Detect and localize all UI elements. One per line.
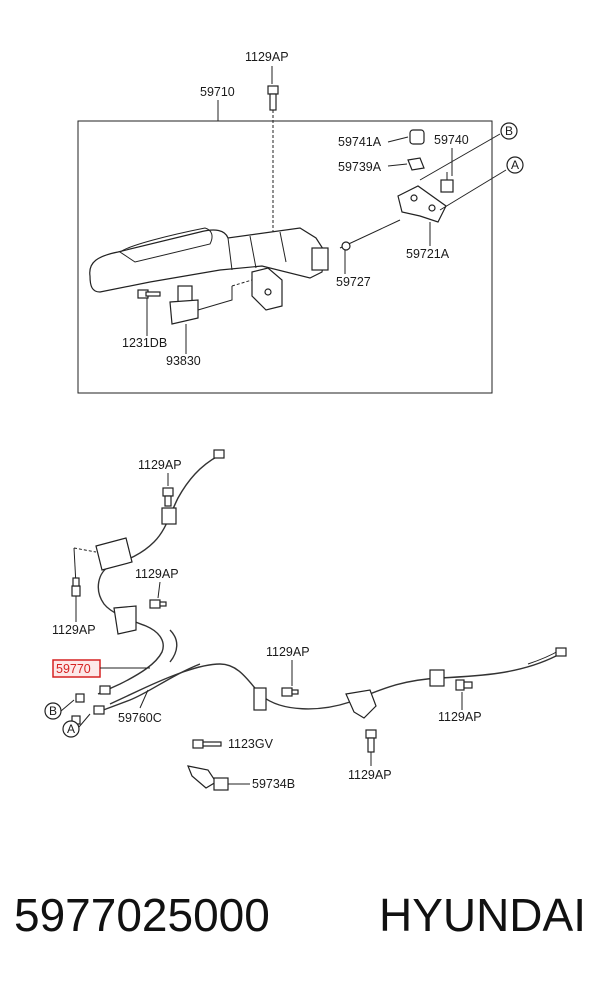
rear-bracket-2 — [345, 689, 377, 719]
rear-cable — [109, 655, 557, 710]
label-59741A: 59741A — [338, 135, 382, 149]
part-number: 5977025000 — [14, 889, 270, 941]
rear-cable-end — [555, 647, 567, 657]
label-59727: 59727 — [336, 275, 371, 289]
part-1123GV[interactable] — [192, 739, 222, 749]
label-1129AP-mid: 1129AP — [135, 567, 179, 581]
part-59739A[interactable] — [407, 157, 425, 171]
part-93830-switch[interactable] — [169, 285, 233, 325]
part-59741A[interactable] — [409, 129, 425, 145]
label-59760C: 59760C — [118, 711, 162, 725]
label-59734B: 59734B — [252, 777, 295, 791]
svg-text:B: B — [49, 704, 57, 718]
label-1123GV: 1123GV — [228, 737, 274, 751]
bolt-mid[interactable] — [149, 599, 167, 609]
parking-brake-lever[interactable] — [89, 227, 329, 293]
part-59727-rod[interactable] — [339, 219, 401, 251]
label-1129AP-center: 1129AP — [266, 645, 310, 659]
part-59740[interactable] — [440, 172, 454, 193]
bolt-left[interactable] — [71, 577, 81, 597]
front-cable-grommet — [161, 507, 177, 525]
label-59739A: 59739A — [338, 160, 382, 174]
label-1129AP-left: 1129AP — [52, 623, 96, 637]
ref-circle-B-bottom: B — [44, 702, 62, 720]
bolt-top[interactable] — [267, 85, 279, 232]
label-1129AP-right: 1129AP — [438, 710, 482, 724]
part-59721A-equalizer[interactable] — [397, 185, 447, 223]
label-1129AP-front: 1129AP — [138, 458, 182, 472]
label-59770: 59770 — [56, 662, 91, 676]
lever-bracket — [231, 267, 283, 311]
label-93830: 93830 — [166, 354, 201, 368]
bolt-right[interactable] — [455, 679, 473, 691]
bolt-front[interactable] — [162, 487, 174, 507]
left-bracket — [73, 537, 133, 586]
svg-text:A: A — [67, 722, 75, 736]
rear-bracket-1 — [253, 687, 267, 711]
ref-circle-B-top: B — [500, 122, 518, 140]
label-59710: 59710 — [200, 85, 235, 99]
front-cable — [97, 455, 219, 695]
ref-circle-A-top: A — [506, 156, 524, 174]
center-bracket — [113, 605, 137, 635]
label-59740: 59740 — [434, 133, 469, 147]
ref-circle-A-bottom: A — [62, 720, 80, 738]
label-1231DB: 1231DB — [122, 336, 167, 350]
part-59734B[interactable] — [187, 765, 229, 791]
label-1129AP-top: 1129AP — [245, 50, 289, 64]
bolt-center[interactable] — [281, 687, 299, 697]
label-1129AP-bottom: 1129AP — [348, 768, 392, 782]
lever-assembly-frame — [77, 120, 493, 394]
svg-text:A: A — [511, 158, 519, 172]
cable-end-B — [75, 685, 111, 703]
part-1231DB[interactable] — [137, 289, 161, 299]
footer-caption: 5977025000 HYUNDAI — [14, 880, 586, 950]
cable-end-A — [71, 705, 105, 725]
label-59721A: 59721A — [406, 247, 450, 261]
bolt-bottom[interactable] — [365, 729, 377, 753]
rear-bracket-3 — [429, 669, 445, 687]
svg-text:B: B — [505, 124, 513, 138]
brand-name: HYUNDAI — [378, 889, 586, 941]
front-cable-end — [213, 449, 225, 459]
